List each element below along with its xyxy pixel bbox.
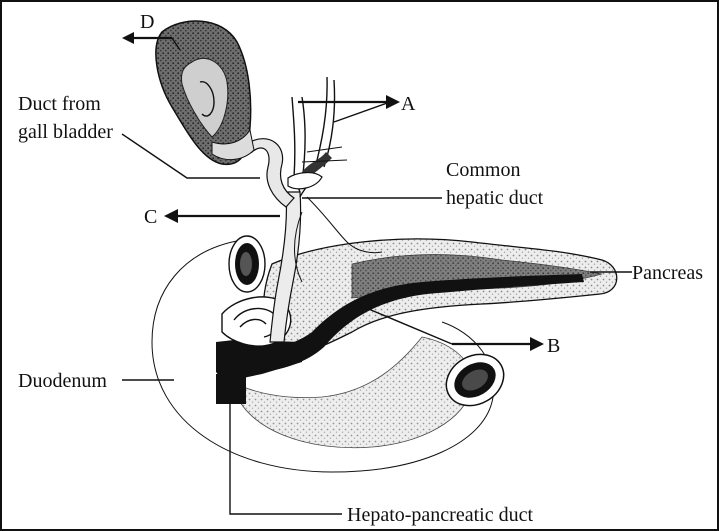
arrow-c (164, 209, 280, 223)
gall-bladder (156, 21, 254, 164)
cystic-duct (250, 139, 294, 207)
label-a: A (401, 93, 416, 115)
duct-ampulla (216, 374, 246, 404)
label-duct-from-gall-bladder-2: gall bladder (18, 121, 113, 143)
label-c: C (144, 206, 157, 228)
label-pancreas: Pancreas (632, 262, 703, 284)
cut-vessel (229, 236, 265, 292)
label-common-hepatic-duct-2: hepatic duct (446, 187, 544, 209)
label-hepato-pancreatic-duct: Hepato-pancreatic duct (347, 504, 533, 526)
arrow-a (298, 95, 400, 122)
label-d: D (140, 11, 154, 33)
hepatic-ducts (288, 77, 347, 197)
label-duct-from-gall-bladder-1: Duct from (18, 93, 101, 115)
label-duodenum: Duodenum (18, 370, 107, 392)
label-common-hepatic-duct-1: Common (446, 159, 520, 181)
label-b: B (547, 335, 560, 357)
